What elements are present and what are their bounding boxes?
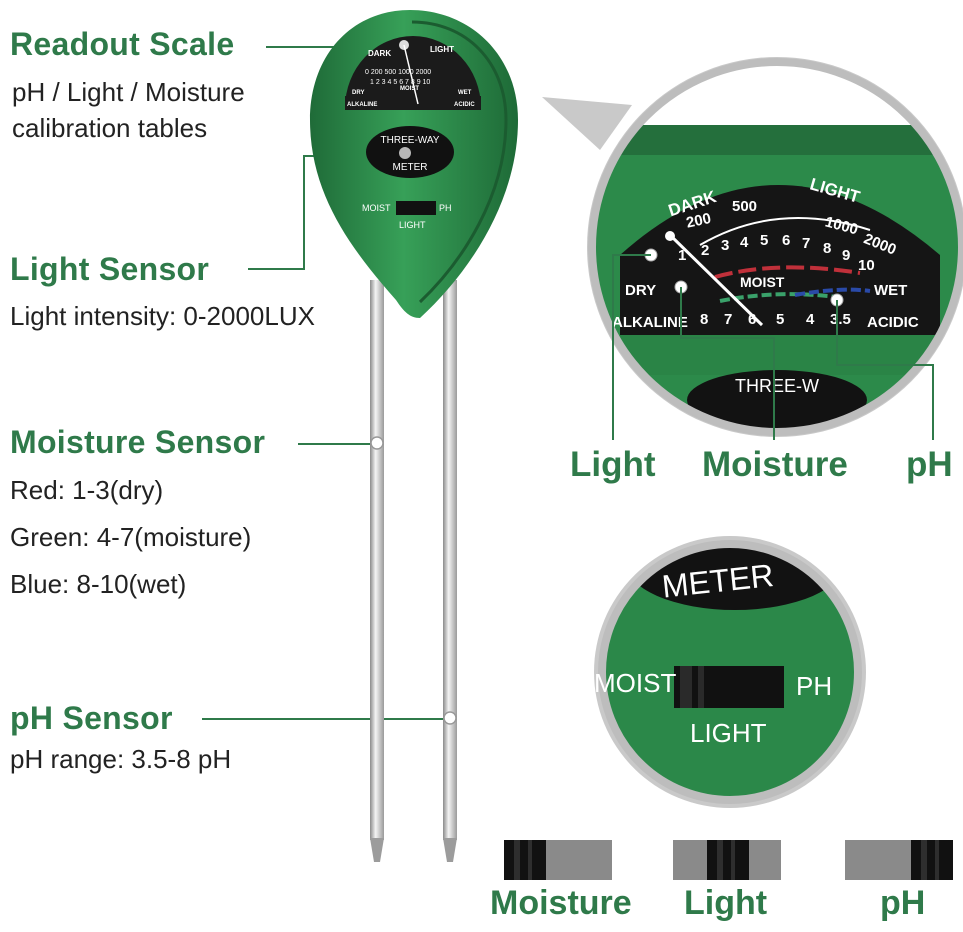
zoom-callout-wedge — [542, 97, 632, 150]
zoom-switch-moist: MOIST — [594, 668, 676, 698]
moisture-green-range: Green: 4-7(moisture) — [10, 522, 252, 552]
zoom-moist-tick-2: 2 — [701, 242, 709, 259]
meter-dial-moist: MOIST — [400, 86, 419, 92]
zoom-callout-light: Light — [570, 445, 656, 484]
meter-switch-light-label: LIGHT — [399, 220, 426, 230]
probe-left — [370, 280, 384, 840]
meter-dial-acidic: ACIDIC — [454, 102, 475, 108]
zoom-ph-tick-6: 6 — [748, 311, 756, 328]
light-leader-vertical — [303, 155, 305, 270]
switch-label-ph: pH — [880, 884, 926, 922]
switch-position-moisture — [504, 840, 612, 880]
switch-label-light: Light — [684, 884, 768, 922]
light-sensor-desc: Light intensity: 0-2000LUX — [10, 301, 315, 331]
readout-scale-desc-line1: pH / Light / Moisture — [12, 77, 245, 107]
switch-position-ph — [845, 840, 953, 880]
zoom-dry-label: DRY — [625, 282, 656, 299]
meter-dial-dry: DRY — [352, 90, 364, 96]
meter-dial-light: LIGHT — [430, 45, 454, 54]
light-sensor-title: Light Sensor — [10, 251, 210, 287]
zoom-callout-ph: pH — [906, 445, 953, 484]
switch-label-moisture: Moisture — [490, 884, 632, 922]
zoom-callout-moisture: Moisture — [702, 445, 848, 484]
zoom-moist-tick-4: 4 — [740, 234, 749, 251]
probe-right — [443, 280, 457, 840]
readout-leader-line — [266, 46, 338, 48]
zoom-moist-tick-9: 9 — [842, 247, 850, 264]
readout-scale-desc-line2: calibration tables — [12, 113, 208, 143]
meter-dial-numbers: 0 200 500 1000 2000 — [365, 69, 431, 76]
moisture-sensor-title: Moisture Sensor — [10, 424, 266, 460]
zoom-moist-tick-5: 5 — [760, 232, 768, 249]
switch-zoom-view: METER MOIST PH LIGHT — [594, 536, 866, 808]
zoom-switch-light: LIGHT — [690, 718, 767, 748]
meter-dial-window — [345, 36, 481, 108]
meter-mode-switch[interactable] — [396, 201, 436, 215]
zoom-ph-tick-5: 5 — [776, 311, 784, 328]
zoom-brand-partial: THREE-W — [735, 376, 819, 396]
light-leader-horizontal — [248, 268, 304, 270]
meter-brand-line1: THREE-WAY — [381, 135, 440, 146]
meter-dial-wet: WET — [458, 90, 472, 96]
meter-body-rim — [411, 20, 508, 304]
switch-position-light — [673, 840, 781, 880]
zoom-moist-tick-3: 3 — [721, 237, 729, 254]
moisture-leader-line — [298, 443, 374, 445]
meter-switch-moist-label: MOIST — [362, 203, 391, 213]
meter-brand-line2: METER — [393, 162, 428, 173]
zoom-ph-leader — [836, 300, 934, 440]
zoom-lux-500: 500 — [732, 198, 757, 215]
ph-leader-line — [202, 718, 444, 720]
zoom-moist-tick-6: 6 — [782, 232, 790, 249]
meter-switch-ph-label: PH — [439, 203, 452, 213]
zoom-moist-tick-10: 10 — [858, 257, 875, 274]
moisture-red-range: Red: 1-3(dry) — [10, 475, 164, 505]
probe-left-tip — [370, 838, 384, 862]
dial-zoom-view: DARK LIGHT 200 500 1000 2000 1 2 3 4 5 6… — [542, 57, 963, 440]
meter-dial-dark: DARK — [368, 49, 391, 58]
three-way-meter: DARK LIGHT 0 200 500 1000 2000 1 2 3 4 5… — [310, 10, 518, 862]
ph-sensor-desc: pH range: 3.5-8 pH — [10, 744, 232, 774]
zoom-moisture-leader — [680, 287, 775, 440]
moisture-blue-range: Blue: 8-10(wet) — [10, 569, 187, 599]
meter-needle — [403, 44, 419, 105]
zoom-moist-label: MOIST — [740, 274, 785, 290]
zoom-acidic-label: ACIDIC — [867, 314, 919, 331]
moisture-sensor-dot — [370, 436, 384, 450]
zoom-moist-tick-1: 1 — [678, 247, 686, 264]
zoom-lux-200: 200 — [685, 210, 713, 232]
zoom-ph-tick-8: 8 — [700, 311, 708, 328]
zoom-needle — [668, 233, 764, 327]
meter-dial-alkaline: ALKALINE — [347, 102, 377, 108]
zoom-ph-tick-7: 7 — [724, 311, 732, 328]
zoom-moist-tick-8: 8 — [823, 240, 831, 257]
zoom-light-leader — [612, 254, 651, 440]
ph-sensor-dot — [443, 711, 457, 725]
zoom-ph-tick-3-5: 3.5 — [830, 311, 851, 328]
meter-dial-moist-numbers: 1 2 3 4 5 6 7 8 9 10 — [370, 79, 430, 86]
zoom-switch-ph: PH — [796, 671, 832, 701]
meter-calibration-screw — [399, 147, 411, 159]
readout-scale-title: Readout Scale — [10, 26, 235, 62]
zoom-wet-label: WET — [874, 282, 907, 299]
ph-sensor-title: pH Sensor — [10, 700, 173, 736]
zoom-alkaline-label: ALKALINE — [612, 314, 688, 331]
zoom-moist-tick-7: 7 — [802, 235, 810, 252]
probe-right-tip — [443, 838, 457, 862]
zoom-ph-tick-4: 4 — [806, 311, 815, 328]
